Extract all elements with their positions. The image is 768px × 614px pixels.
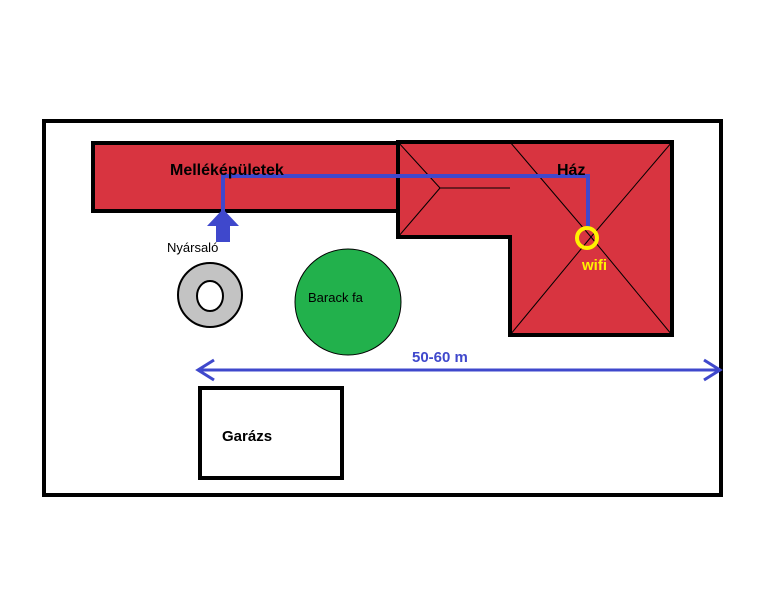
peach-tree-label: Barack fa: [308, 290, 364, 305]
wifi-access-point-icon: [575, 226, 599, 250]
summer-kitchen-icon: [177, 262, 243, 328]
summer-kitchen-label: Nyársaló: [167, 240, 218, 255]
house-block: [396, 140, 674, 337]
distance-label: 50-60 m: [412, 349, 468, 366]
peach-tree: [294, 248, 402, 356]
cable-route: [221, 174, 590, 236]
garage-block: [198, 386, 344, 480]
distance-arrow: [195, 358, 723, 382]
wifi-label: wifi: [581, 257, 607, 274]
house-label: Ház: [557, 162, 585, 179]
outbuilding-entry-arrow-icon: [207, 209, 239, 242]
outbuildings-label: Melléképületek: [170, 162, 284, 179]
garage-label: Garázs: [222, 428, 272, 445]
